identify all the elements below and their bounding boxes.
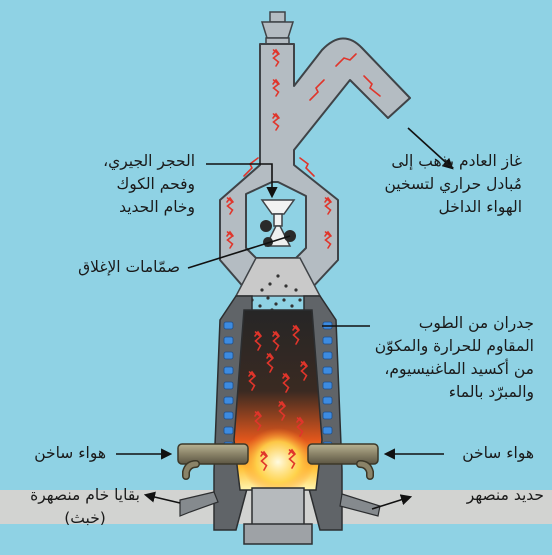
label-furnace-walls: جدران من الطوب المقاوم للحرارة والمكوّن … [374, 314, 534, 401]
flow-arrow-head [292, 324, 300, 331]
callout-valves [187, 235, 291, 269]
flow-arrow-head [254, 410, 262, 417]
flow-arrow [299, 157, 315, 177]
flow-arrow [272, 79, 280, 97]
charge-particle [266, 296, 270, 300]
flow-arrow-head [226, 196, 234, 203]
cooling-channel-right [322, 396, 333, 405]
hot-air-pipe-right [307, 443, 379, 480]
cooling-channel-right [322, 366, 333, 375]
charge-particle [290, 304, 294, 308]
cooling-channel-right [322, 381, 333, 390]
flow-arrow [300, 361, 308, 381]
flow-arrow [324, 197, 332, 215]
charge-particle [260, 288, 264, 292]
callout-charge [206, 163, 278, 199]
flow-arrow [296, 417, 304, 437]
flow-arrow [272, 113, 280, 131]
label-slag: بقايا خام منصهرة (خبث) [30, 486, 140, 527]
flow-arrow [324, 231, 332, 249]
label-charge-materials: الحجر الجيري، وفحم الكوك وخام الحديد [103, 152, 195, 216]
flow-arrow-head [278, 400, 286, 407]
hot-zone [242, 428, 314, 496]
hot-air-pipe-left [177, 443, 249, 480]
charge-particle [294, 288, 298, 292]
charging-hopper [260, 199, 296, 247]
charge-particle [276, 274, 280, 278]
label-molten-iron: حديد منصهر [466, 486, 544, 504]
flow-arrow-head [282, 372, 290, 379]
furnace-hearth [251, 487, 305, 529]
flow-arrow-head [254, 330, 262, 337]
flow-arrow [272, 49, 280, 67]
flow-arrow-head [324, 196, 332, 203]
iron-tap [339, 493, 381, 517]
cooling-channel-right [322, 426, 333, 435]
label-hot-air-right: هواء ساخن [462, 444, 534, 462]
cooling-channel-left [223, 426, 234, 435]
flow-arrow [282, 373, 290, 393]
flow-arrow-head [266, 352, 274, 359]
flow-arrow-head [248, 370, 256, 377]
hearth-base [243, 523, 313, 545]
charge-particle [284, 284, 288, 288]
cooling-channel-left [223, 381, 234, 390]
flow-arrow-head [296, 416, 304, 423]
flow-arrow [226, 197, 234, 215]
flow-arrow-head [226, 230, 234, 237]
flow-arrow [254, 411, 262, 431]
chimney-cap [260, 11, 295, 45]
flow-arrow [292, 325, 300, 345]
flow-arrow [254, 331, 262, 351]
flow-arrow [288, 449, 296, 469]
gas-flow-arrows [226, 48, 381, 471]
cooling-channel-left [223, 351, 234, 360]
flow-arrow [309, 79, 325, 101]
cooling-channel-left [223, 411, 234, 420]
cooling-channel-left [223, 321, 234, 330]
charge-particle [268, 282, 272, 286]
callout-lines [116, 127, 454, 510]
flow-arrow [363, 75, 381, 97]
callout-slag [143, 491, 181, 504]
flow-arrow [248, 371, 256, 391]
cooling-channel-left [223, 366, 234, 375]
flow-arrow-head [324, 230, 332, 237]
slag-tap [179, 491, 219, 517]
label-closing-valves: صمّامات الإغلاق [78, 258, 180, 276]
flow-arrow-head [272, 78, 280, 85]
callout-iron [371, 494, 413, 510]
flow-arrow-head [300, 360, 308, 367]
flow-arrow [272, 331, 280, 351]
flow-arrow [260, 451, 268, 471]
cooling-channel-right [322, 351, 333, 360]
flow-arrow-head [260, 450, 268, 457]
cooling-channel-left [223, 396, 234, 405]
flow-arrow [335, 53, 357, 67]
flow-arrow-head [272, 112, 280, 119]
charge-particle [258, 304, 262, 308]
flow-arrow [226, 231, 234, 249]
flow-arrow-head [272, 330, 280, 337]
cooling-channel-right [322, 411, 333, 420]
cooling-channel-right [322, 336, 333, 345]
label-hot-air-left: هواء ساخن [34, 444, 106, 462]
charge-particle [274, 302, 278, 306]
flow-arrow-head [272, 48, 280, 55]
flow-arrow-head [288, 448, 296, 455]
callout-exhaust [407, 127, 454, 170]
label-exhaust-gas: غاز العادم يذهب إلى مُبادل حراري لتسخين … [384, 152, 523, 216]
charge-particle [282, 298, 286, 302]
flow-arrow [266, 353, 274, 373]
charge-particle [298, 298, 302, 302]
flow-arrow [243, 157, 259, 177]
cooling-channel-left [223, 336, 234, 345]
flow-arrow [278, 401, 286, 421]
